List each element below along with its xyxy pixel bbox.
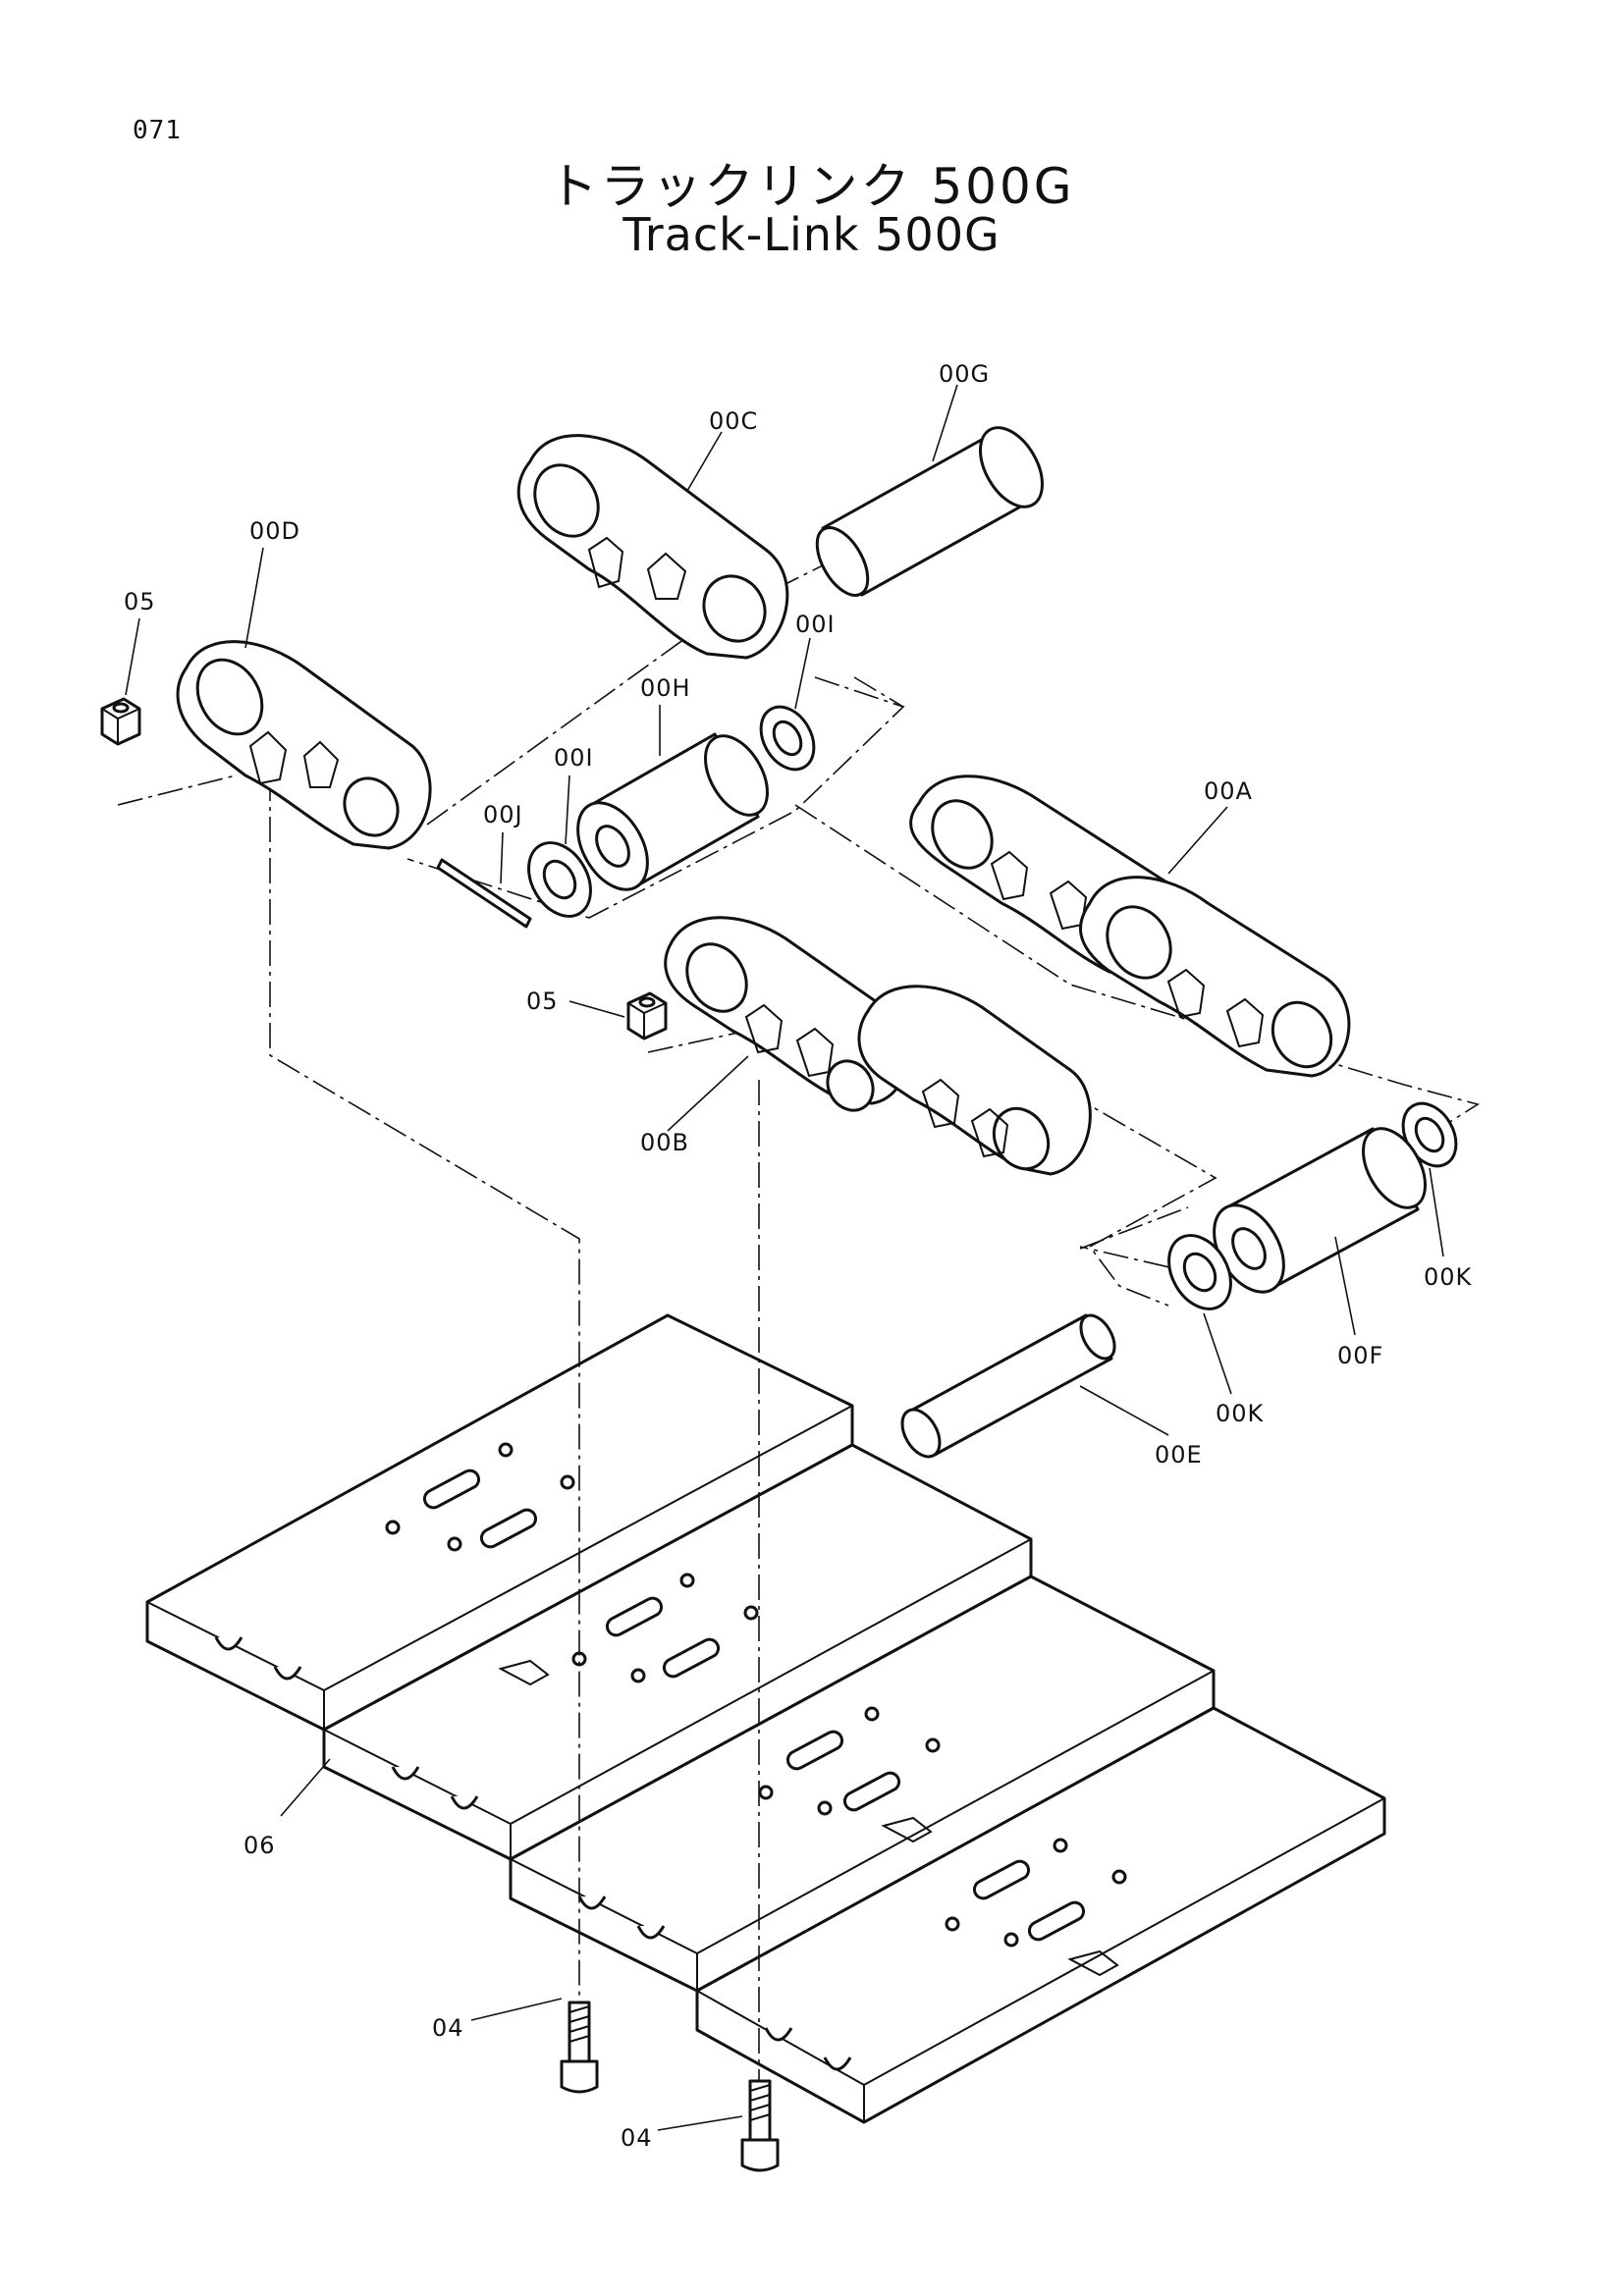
callout-00J: 00J [483, 801, 523, 828]
callout-04-right: 04 [621, 2124, 653, 2152]
pin-00J [436, 858, 532, 929]
track-shoe-3 [509, 1575, 1216, 1993]
callout-00I-left: 00I [554, 744, 594, 772]
track-pin-00E [900, 1313, 1116, 1459]
callout-00B: 00B [640, 1129, 689, 1156]
bushing-00F [1213, 1127, 1427, 1294]
seal-00I-top [759, 705, 816, 772]
title-japanese: トラックリンク 500G [548, 158, 1075, 215]
callout-00E: 00E [1155, 1441, 1203, 1468]
track-link-00A [909, 774, 1351, 1078]
callout-00A: 00A [1204, 777, 1253, 805]
callout-00G: 00G [939, 360, 990, 388]
callout-00I-top: 00I [795, 611, 836, 638]
callout-06: 06 [243, 1832, 276, 1859]
callout-05-top: 05 [124, 588, 156, 615]
callout-00D: 00D [249, 517, 300, 545]
nut-05-top [100, 697, 141, 746]
title-english: Track-Link 500G [622, 208, 1001, 261]
track-shoe-assembly [145, 1313, 1386, 2124]
track-pin-00G [815, 426, 1044, 597]
callout-05-mid: 05 [526, 988, 559, 1015]
track-link-00D [176, 640, 432, 850]
seal-00K-right [1401, 1101, 1458, 1168]
callout-00F: 00F [1337, 1342, 1383, 1369]
callout-00K-right: 00K [1424, 1263, 1473, 1291]
track-shoe-2 [322, 1443, 1033, 1861]
callout-00H: 00H [640, 674, 691, 702]
bushing-00H [576, 732, 769, 891]
bolt-04-right [740, 2079, 780, 2172]
bolt-04-left [560, 2001, 599, 2094]
callout-04-left: 04 [432, 2014, 464, 2042]
page-number: 071 [133, 116, 182, 145]
seal-00K-mid [1167, 1234, 1232, 1310]
track-shoe-4 [695, 1706, 1386, 2124]
track-link-00B [664, 916, 1092, 1176]
track-link-00C [516, 434, 789, 660]
callout-00K-mid: 00K [1216, 1400, 1265, 1427]
leader-lines [125, 384, 1444, 2131]
track-shoe-1 [145, 1313, 854, 1732]
seal-00I-left [527, 841, 592, 918]
nut-05-mid [626, 991, 668, 1041]
callout-00C: 00C [709, 407, 758, 435]
